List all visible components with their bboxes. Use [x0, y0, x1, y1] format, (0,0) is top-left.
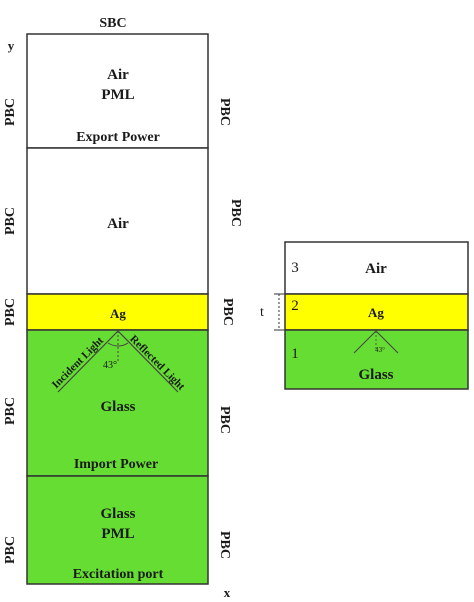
inset-layer3-number: 3: [291, 260, 299, 276]
pbc-left-ag: PBC: [3, 298, 18, 326]
angle-arc: [107, 342, 129, 347]
air-label: Air: [107, 216, 129, 232]
air-pml-region: [26, 33, 209, 149]
top-boundary-label: SBC: [99, 16, 126, 31]
inset-layer1-number: 1: [291, 346, 299, 362]
pbc-right-air: PBC: [228, 199, 243, 227]
glass-label: Glass: [100, 399, 135, 415]
glass-region: [26, 329, 209, 477]
glass-pml-line1: Glass: [100, 506, 135, 522]
pbc-left-air-pml: PBC: [3, 98, 18, 126]
pbc-left-glass: PBC: [3, 397, 18, 425]
inset-ag-layer: [284, 293, 469, 331]
pbc-right-ag: PBC: [220, 298, 235, 326]
pbc-right-air-pml: PBC: [217, 98, 232, 126]
angle-label: 43°: [103, 360, 117, 371]
inset-glass-layer: [284, 329, 469, 390]
incident-light-ray: [57, 330, 119, 393]
thickness-label: t: [260, 305, 264, 320]
inset-layer2-label: Ag: [368, 305, 384, 320]
inset-layer1-label: Glass: [358, 367, 393, 383]
import-power-label: Import Power: [74, 457, 158, 472]
glass-pml-region: [26, 475, 209, 585]
air-region: [26, 147, 209, 295]
ag-label: Ag: [110, 306, 126, 321]
inset-angle-label: 43°: [375, 346, 385, 354]
inset-layer2-number: 2: [291, 298, 299, 314]
pbc-left-air: PBC: [3, 207, 18, 235]
y-axis-label: y: [8, 38, 15, 53]
inset-layer3-label: Air: [365, 261, 387, 277]
inset-reflected-ray: [375, 330, 399, 354]
air-pml-line1: Air: [107, 67, 129, 83]
inset-incident-ray: [353, 330, 377, 354]
pbc-left-glass-pml: PBC: [3, 536, 18, 564]
reflected-light-ray: [117, 330, 179, 393]
pbc-right-glass-pml: PBC: [217, 531, 232, 559]
excitation-port-label: Excitation port: [73, 567, 164, 582]
export-power-label: Export Power: [76, 130, 160, 145]
pbc-right-glass: PBC: [217, 406, 232, 434]
glass-pml-line2: PML: [101, 526, 134, 542]
x-axis-label: x: [224, 585, 231, 600]
inset-air-layer: [284, 241, 469, 295]
air-pml-line2: PML: [101, 87, 134, 103]
